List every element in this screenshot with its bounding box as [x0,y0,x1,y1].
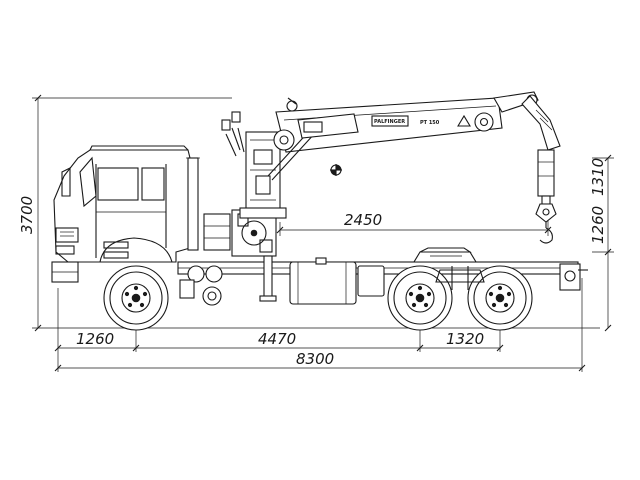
crane-hook [535,203,557,244]
rear-wheel-1 [387,265,453,331]
dim-wheelbase: 4470 [258,330,296,348]
fifth-wheel [413,247,477,263]
rear-suspension [435,266,485,290]
crane-brand-label: PALFINGER [374,119,405,125]
crane-jib [493,91,561,205]
dim-front-overhang: 1260 [76,330,114,348]
fuel-tank [289,257,385,305]
truck-cab [51,145,200,283]
dim-hook-height-b: 1310 [589,158,607,196]
front-wheel [103,265,169,331]
rear-wheel-2 [467,265,533,331]
crane-model-label: PT 150 [420,120,440,126]
dim-total-height: 3700 [18,196,36,234]
center-of-gravity-mark [330,164,342,176]
crane-boom: PALFINGER PT 150 [267,97,503,181]
crane-column [221,111,287,302]
dim-total-length: 8300 [296,350,334,368]
dim-crane-offset: 2450 [344,211,382,229]
dim-hook-height-a: 1260 [589,206,607,244]
dim-rear-axle-spacing: 1320 [446,330,484,348]
